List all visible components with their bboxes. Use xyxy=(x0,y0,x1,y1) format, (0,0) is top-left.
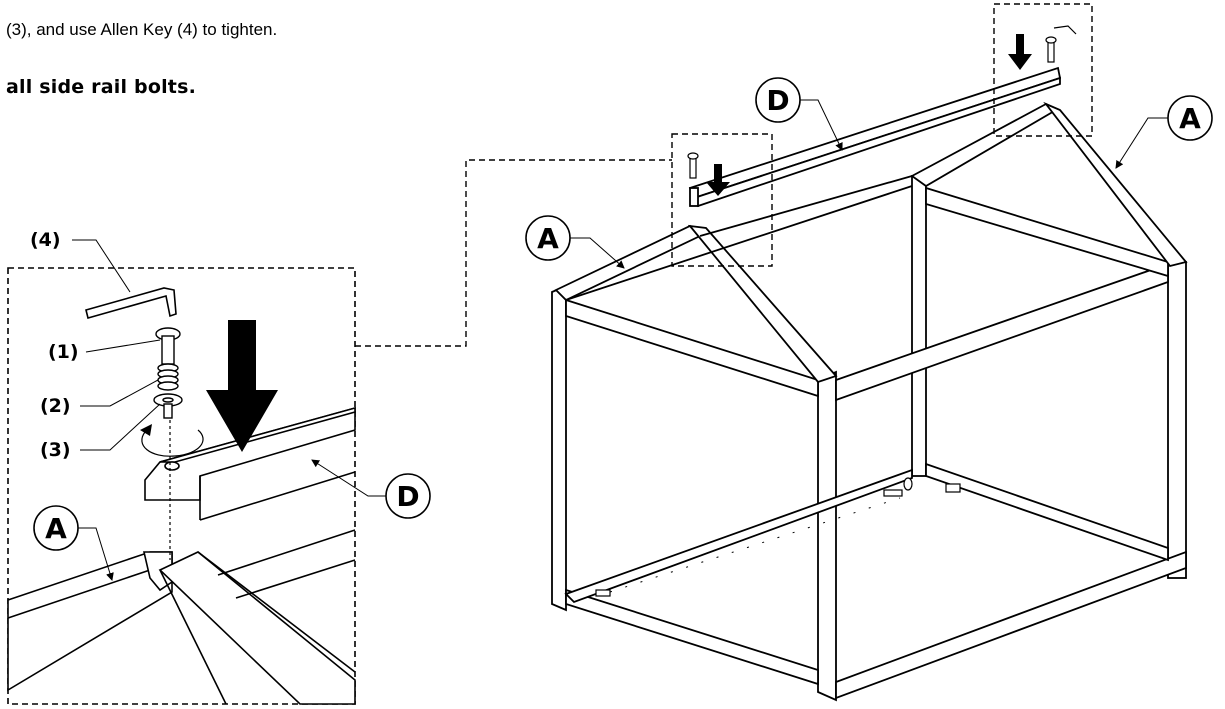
instruction-text-line-2: all side rail bolts. xyxy=(6,76,196,98)
ridge-down-arrow-right-icon xyxy=(1008,34,1032,70)
main-frame xyxy=(551,175,1187,702)
main-callout-a-right: A xyxy=(1179,102,1201,135)
detail-inset-frame xyxy=(7,267,356,705)
insert-down-arrow-icon xyxy=(206,320,278,452)
ridge-bolt-icons xyxy=(687,25,1077,179)
main-callout-d: D xyxy=(766,84,789,117)
inset-side-rail xyxy=(217,529,356,599)
detail-box-left xyxy=(671,133,773,267)
side-rail-bolt-details xyxy=(595,477,961,597)
allen-key-label: (4) xyxy=(30,229,61,251)
inset-rafter xyxy=(158,551,356,705)
allen-key-icon xyxy=(85,287,177,319)
main-callout-a-left: A xyxy=(537,222,559,255)
inset-callout-d: D xyxy=(396,480,419,513)
flat-washer-icon xyxy=(153,393,183,419)
ridge-rail-d xyxy=(688,66,1062,208)
detail-box-right xyxy=(993,3,1093,137)
detail-connector-line xyxy=(355,159,672,347)
bolt-icon xyxy=(155,327,181,365)
spring-washer-label: (2) xyxy=(40,395,71,417)
inset-frame-a xyxy=(7,551,173,692)
gable-rafters xyxy=(554,101,1188,384)
detail-inset: (4) (1) (2) (3) A D xyxy=(7,229,431,705)
bolt-label: (1) xyxy=(48,341,79,363)
spring-washer-icon xyxy=(157,363,179,391)
instruction-text-line-1: (3), and use Allen Key (4) to tighten. xyxy=(6,20,278,39)
flat-washer-label: (3) xyxy=(40,439,71,461)
ridge-down-arrow-left-icon xyxy=(706,164,730,196)
rotate-tighten-icon xyxy=(140,424,204,457)
inset-callout-a: A xyxy=(45,512,67,545)
